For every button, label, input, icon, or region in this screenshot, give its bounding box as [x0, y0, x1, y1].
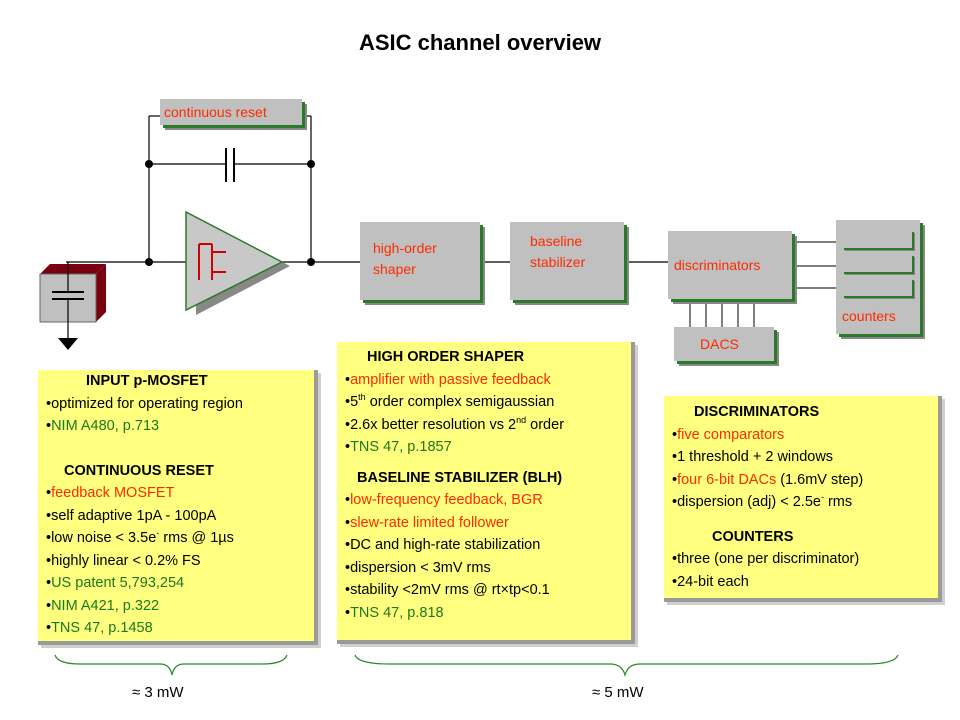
power-left-label: ≈ 3 mW — [132, 684, 184, 701]
list-item: 1 threshold + 2 windows — [672, 446, 932, 469]
counter-register — [842, 278, 912, 296]
node-dot — [307, 160, 315, 168]
node-dot — [307, 258, 315, 266]
list-item: optimized for operating region — [46, 393, 308, 416]
brace-left — [54, 654, 288, 676]
list-item: three (one per discriminator) — [672, 548, 932, 571]
amplifier-icon — [185, 210, 284, 312]
shaper-heading: HIGH ORDER SHAPER — [367, 349, 525, 365]
counter-register — [842, 230, 912, 248]
continuous-reset-heading: CONTINUOUS RESET — [64, 462, 214, 479]
baseline-stabilizer-block: baseline stabilizer — [510, 222, 624, 300]
list-item: 2.6x better resolution vs 2nd order — [345, 414, 625, 437]
discriminators-heading: DISCRIMINATORS — [694, 404, 820, 420]
baseline-stabilizer-heading: BASELINE STABILIZER (BLH) — [357, 469, 563, 486]
brace-right — [354, 654, 899, 678]
power-right-label: ≈ 5 mW — [592, 684, 644, 701]
list-item: TNS 47, p.1458 — [46, 617, 308, 640]
counter-register — [842, 254, 912, 272]
shaper-info-box: HIGH ORDER SHAPER amplifier with passive… — [337, 342, 635, 644]
list-item: slew-rate limited follower — [345, 512, 625, 535]
node-dot — [145, 258, 153, 266]
list-item: four 6-bit DACs (1.6mV step) — [672, 469, 932, 492]
counters-label: counters — [842, 308, 896, 324]
counters-block: counters — [836, 220, 920, 334]
dacs-block: DACS — [674, 327, 774, 361]
continuous-reset-block: continuous reset — [160, 99, 302, 125]
discriminators-label: discriminators — [674, 257, 761, 273]
input-info-box: INPUT p-MOSFET optimized for operating r… — [38, 370, 318, 645]
counters-heading: COUNTERS — [712, 528, 794, 545]
stabilizer-label-line2: stabilizer — [530, 254, 586, 270]
list-item: highly linear < 0.2% FS — [46, 550, 308, 573]
list-item: stability <2mV rms @ rt×tp<0.1 — [345, 579, 625, 602]
list-item: amplifier with passive feedback — [345, 369, 625, 392]
ground-icon — [58, 338, 78, 350]
node-dot — [145, 160, 153, 168]
list-item: five comparators — [672, 424, 932, 447]
list-item: dispersion (adj) < 2.5e- rms — [672, 491, 932, 514]
continuous-reset-label: continuous reset — [164, 104, 267, 120]
list-item: self adaptive 1pA - 100pA — [46, 505, 308, 528]
list-item: low-frequency feedback, BGR — [345, 489, 625, 512]
dacs-label: DACS — [700, 336, 739, 352]
list-item: 5th order complex semigaussian — [345, 391, 625, 414]
list-item: 24-bit each — [672, 571, 932, 594]
page-title: ASIC channel overview — [358, 30, 602, 55]
list-item: dispersion < 3mV rms — [345, 557, 625, 580]
high-order-shaper-block: high-order shaper — [360, 222, 480, 300]
shaper-label-line1: high-order — [373, 240, 437, 256]
list-item: TNS 47, p.818 — [345, 602, 625, 625]
list-item: feedback MOSFET — [46, 482, 308, 505]
list-item: US patent 5,793,254 — [46, 572, 308, 595]
input-heading: INPUT p-MOSFET — [86, 373, 208, 389]
list-item: low noise < 3.5e- rms @ 1µs — [46, 527, 308, 550]
list-item: TNS 47, p.1857 — [345, 436, 625, 459]
discriminators-block: discriminators — [668, 231, 792, 299]
shaper-label-line2: shaper — [373, 261, 416, 277]
list-item: DC and high-rate stabilization — [345, 534, 625, 557]
list-item: NIM A480, p.713 — [46, 415, 308, 438]
stabilizer-label-line1: baseline — [530, 233, 583, 249]
list-item: NIM A421, p.322 — [46, 595, 308, 618]
discriminators-info-box: DISCRIMINATORS five comparators 1 thresh… — [664, 396, 942, 602]
